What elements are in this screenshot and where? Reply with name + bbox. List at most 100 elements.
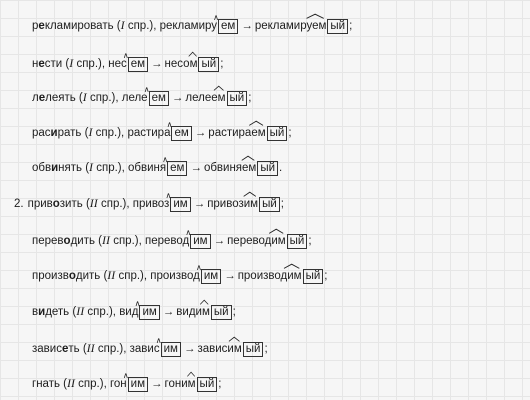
exercise-line: производить (II спр.), производ∧им→произ… [32,263,327,284]
verb-start: л [32,92,39,104]
stressed-vowel: и [51,162,59,174]
verb-end: зить [59,198,83,210]
conjugation-close: спр.), [93,162,129,174]
line-punctuation: ; [264,343,268,355]
form2-ending-box: ый [257,161,279,176]
suffix-mark-icon: ∧ [213,13,220,22]
exercise-line: 2.привозить (II спр.), привоз∧им→привози… [14,192,284,212]
form2-stem: видим [176,299,210,319]
form1-stem-text: производ [150,270,200,282]
form2-ending-box: ый [302,269,324,284]
conjugation-open: ( [82,198,90,210]
suffix-arc-icon [243,191,257,197]
form1-ending-box: ем [218,19,239,34]
conjugation-open: ( [75,92,83,104]
arrow-icon: → [151,378,163,390]
verb-end: ть [68,343,80,355]
conjugation-roman: I [82,90,87,104]
form1-stem-text: гон [109,378,127,390]
form2-stem: растираем [208,120,266,140]
verb-end: кламировать [44,20,114,32]
form2-stem: переводим [227,228,286,248]
form2-ending-box: ый [242,342,264,357]
arrow-icon: → [241,20,253,32]
form2-stem: рекламируем [255,13,326,33]
suffix-mark-icon: ∧ [166,120,173,129]
form1-stem-text: перевод [144,235,190,247]
arrow-icon: → [183,343,196,355]
suffix-arc-icon [283,263,300,269]
line-punctuation: ; [218,378,222,390]
stressed-vowel: е [61,343,69,355]
form2-ending-box: ый [259,197,280,212]
arrow-icon: → [213,235,226,247]
form2-stem: зависим [197,336,242,356]
suffix-mark-icon: ∧ [155,336,162,345]
form2-stem-text: несом [164,58,198,70]
conjugation-open: ( [62,58,70,70]
conjugation-roman: I [88,125,93,139]
stressed-vowel: о [63,235,71,247]
stressed-vowel: и [38,306,46,318]
conjugation-close: спр.), [86,92,122,104]
form2-stem-text: производим [237,270,302,282]
form2-stem: производим [237,263,302,283]
line-punctuation: ; [308,235,312,247]
arrow-icon: → [194,127,207,139]
form1-ending-box: ем [127,57,149,72]
form2-ending-box: ый [210,305,232,320]
line-punctuation: . [279,162,283,174]
form2-ending-box: ый [266,126,288,141]
form2-ending-box: ый [196,377,218,392]
suffix-mark-icon: ∧ [122,51,129,60]
suffix-mark-icon: ∧ [195,263,202,272]
suffix-mark-icon: ∧ [185,228,192,237]
verb-start: в [32,306,39,318]
conjugation-close: спр.), [110,235,145,247]
conjugation-open: ( [81,127,89,139]
conjugation-roman: II [107,268,116,282]
conjugation-roman: II [86,341,95,355]
conjugation-close: спр.), [73,58,109,70]
line-punctuation: ; [288,127,292,139]
stressed-vowel: е [38,92,46,104]
conjugation-close: спр.), [115,270,151,282]
conjugation-roman: I [89,160,94,174]
stressed-vowel: и [50,127,58,139]
verb-start: перев [32,235,64,247]
verb-end: сти [44,58,63,70]
line-punctuation: ; [248,92,252,104]
conjugation-open: ( [100,270,108,282]
form1-stem: привоз∧ [133,192,172,211]
form1-ending-box: им [170,197,191,212]
stressed-vowel: е [38,20,45,32]
form1-stem-text: завис [129,343,160,355]
conjugation-roman: II [102,233,110,247]
form2-ending-box: ый [226,91,248,106]
verb-end: деть [45,306,70,318]
conjugation-roman: I [69,56,74,70]
form2-ending-box: ый [327,19,349,34]
conjugation-close: спр.), [94,343,130,355]
verb-start: р [32,20,39,32]
suffix-arc-icon [188,51,197,57]
verb-end: дить [70,235,95,247]
conjugation-open: ( [113,20,121,32]
form1-ending-box: им [200,269,222,284]
conjugation-close: спр.), [97,198,133,210]
verb-start: гнать [32,378,60,390]
suffix-mark-icon: ∧ [162,155,169,164]
conjugation-roman: II [66,376,75,390]
suffix-arc-icon [241,155,255,161]
conjugation-close: спр.), [84,306,120,318]
line-punctuation: ; [232,306,236,318]
verb-end: нять [58,162,83,174]
verb-end: рать [57,127,82,139]
conjugation-close: спр.), [124,20,160,32]
verb-start: произв [32,270,69,282]
verb-start: обв [32,162,52,174]
conjugation-roman: II [89,196,98,210]
suffix-arc-icon [269,228,284,234]
